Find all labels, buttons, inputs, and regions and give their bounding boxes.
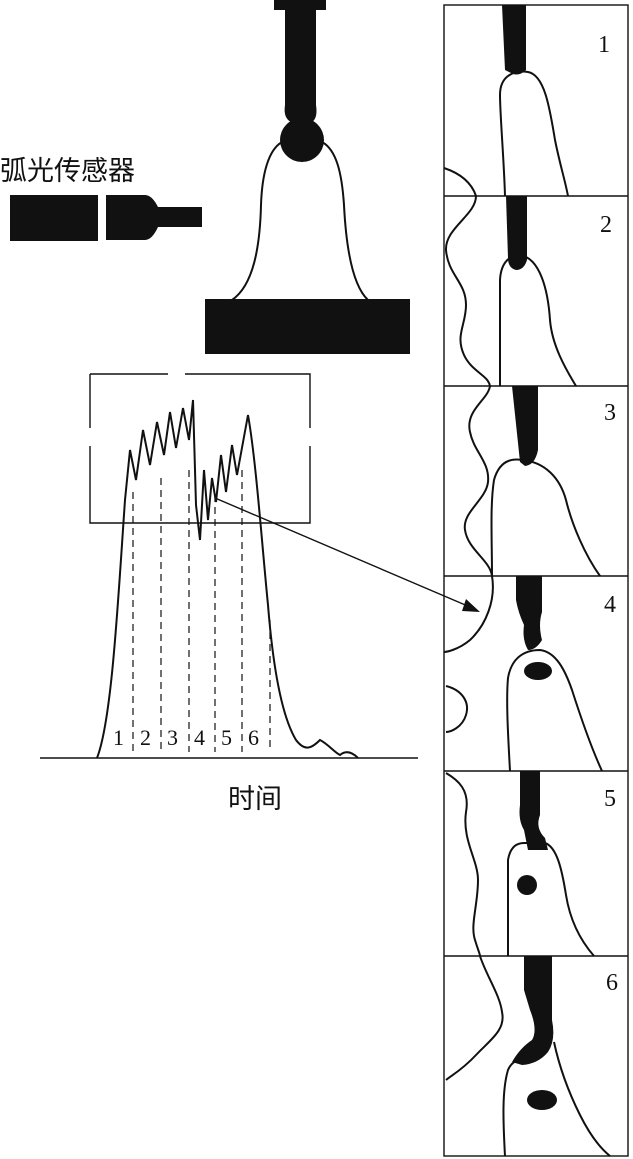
metal-droplet — [527, 1090, 557, 1110]
arc-column — [502, 1057, 531, 1157]
panel-number: 2 — [600, 212, 612, 238]
panel-number: 1 — [598, 32, 610, 58]
electrode — [512, 956, 554, 1065]
panel-3: 3 — [463, 385, 616, 577]
electrode — [506, 196, 527, 270]
weld-pool — [463, 385, 493, 577]
arc-column — [490, 458, 601, 577]
signal-plot: 1 2 3 4 5 6 — [40, 373, 480, 759]
panel-4: 4 — [443, 575, 616, 772]
stage-label: 2 — [140, 725, 151, 750]
panel-1: 1 — [443, 5, 610, 197]
workpiece — [205, 299, 410, 354]
panel-number: 6 — [606, 970, 618, 996]
metal-droplet — [524, 662, 552, 680]
arc-column — [499, 253, 577, 387]
weld-pool — [443, 167, 477, 197]
weld-pool — [444, 195, 491, 387]
pointer-line — [214, 497, 471, 608]
welding-torch — [274, 0, 326, 162]
weld-pool — [445, 685, 468, 733]
zoom-box — [89, 373, 311, 524]
sensor-body-right — [106, 195, 202, 240]
weld-pool — [443, 575, 494, 653]
weld-pool — [445, 772, 481, 957]
sensor-body-left — [10, 195, 98, 241]
electrode — [284, 10, 317, 122]
panel-number: 4 — [604, 592, 616, 618]
transfer-panels: 1 2 3 4 — [443, 4, 629, 1157]
panel-number: 3 — [604, 400, 616, 426]
stage-label: 1 — [113, 725, 124, 750]
arc-column — [507, 842, 595, 957]
metal-droplet — [517, 875, 537, 895]
panel-2: 2 — [444, 195, 612, 387]
electrode — [519, 771, 548, 850]
stage-label: 5 — [221, 725, 232, 750]
panel-6: 6 — [445, 955, 618, 1157]
stage-label: 6 — [248, 725, 259, 750]
panel-5: 5 — [445, 771, 616, 957]
arc-column — [553, 1041, 611, 1157]
arc-column — [498, 70, 569, 197]
panel-frame — [443, 4, 629, 1157]
metal-droplet — [280, 118, 324, 162]
signal-waveform — [96, 399, 359, 759]
panel-number: 5 — [604, 786, 616, 812]
arc-sensor — [10, 195, 202, 241]
arrow-head — [462, 599, 480, 612]
arc-column — [506, 648, 603, 772]
electrode — [512, 386, 538, 466]
electrode — [502, 5, 526, 75]
torch-cap — [274, 0, 326, 10]
electrode — [516, 576, 542, 650]
time-axis-label: 时间 — [228, 784, 282, 815]
stage-label: 4 — [194, 725, 205, 750]
weld-pool — [445, 955, 504, 1081]
sensor-label: 弧光传感器 — [0, 156, 135, 187]
stage-label: 3 — [167, 725, 178, 750]
arc-column — [231, 141, 369, 301]
